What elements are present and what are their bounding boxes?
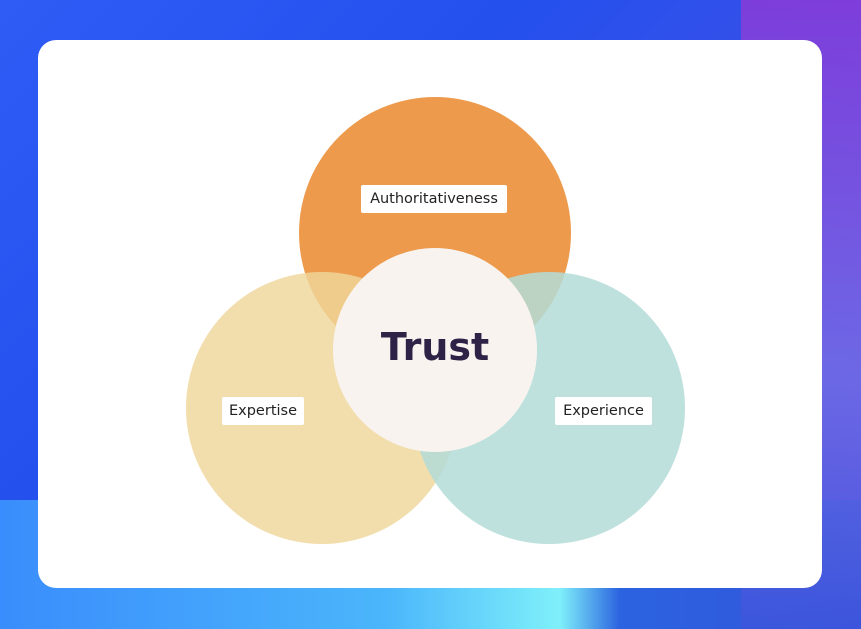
center-label-trust: Trust <box>380 325 490 369</box>
label-experience: Experience <box>555 397 652 425</box>
label-expertise: Expertise <box>222 397 304 425</box>
label-authoritativeness: Authoritativeness <box>361 185 507 213</box>
circle-trust <box>333 248 537 452</box>
